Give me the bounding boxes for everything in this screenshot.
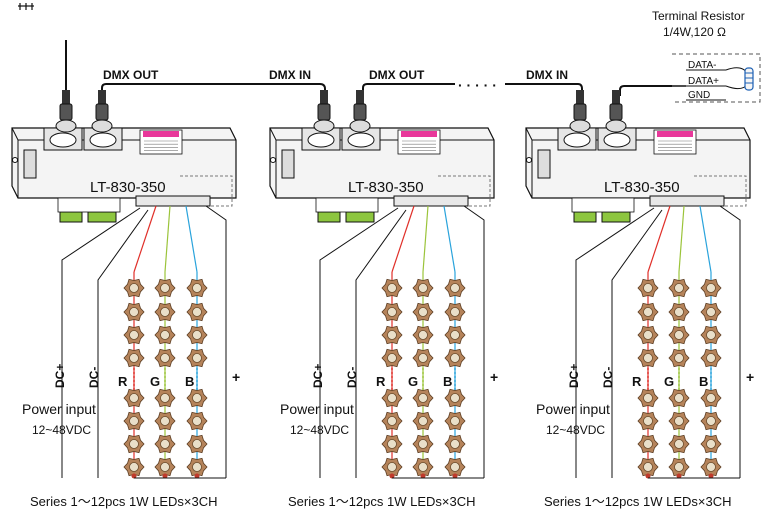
output-terminal-block <box>649 195 725 207</box>
dc-plus-label: DC+ <box>311 364 325 388</box>
channel-r-label: R <box>118 374 128 389</box>
dmx-plug-right-cable-boot <box>356 90 364 104</box>
side-vent <box>281 149 295 179</box>
channel-g-feed <box>678 205 685 273</box>
dmx-in-label-3: DMX IN <box>526 68 568 82</box>
plus-label: + <box>490 369 498 385</box>
terminal-plug-outline <box>672 53 761 103</box>
terminal-resistor-title: Terminal Resistor <box>652 9 745 23</box>
dmx-plug-right-collar <box>91 119 113 133</box>
output-terminal-block <box>135 195 211 207</box>
dc-plus-wire <box>319 207 399 478</box>
power-range-label: 12~48VDC <box>290 423 349 437</box>
dmx-plug-right-collar <box>349 119 371 133</box>
dmx-plug-left-cable-boot <box>62 90 70 104</box>
dc-minus-label: DC- <box>601 367 615 388</box>
dc-plus-label: DC+ <box>53 364 67 388</box>
dmx-plug-left-collar <box>569 119 591 133</box>
dc-minus-wire <box>355 209 407 478</box>
terminal-resistor: Terminal Resistor 1/4W,120 Ω DATA- DATA+… <box>652 9 761 103</box>
power-input-label: Power input <box>22 401 96 417</box>
dmx-plug-right-plug <box>353 103 367 121</box>
plus-label: + <box>232 369 240 385</box>
channel-b-label: B <box>185 374 194 389</box>
channel-r-label: R <box>632 374 642 389</box>
power-input-label: Power input <box>280 401 354 417</box>
pin-data-plus: DATA+ <box>688 76 719 87</box>
power-terminal-1 <box>59 211 83 223</box>
power-terminal-2 <box>345 211 375 223</box>
dmx-plug-right-collar <box>605 119 627 133</box>
dc-minus-wire <box>97 209 149 478</box>
side-vent <box>537 149 551 179</box>
dc-minus-label: DC- <box>345 367 359 388</box>
plus-wire <box>463 205 485 478</box>
channel-b-feed <box>699 205 712 273</box>
power-terminal-1 <box>317 211 341 223</box>
model-label: LT-830-350 <box>604 179 680 196</box>
top-left-marks <box>18 3 34 10</box>
series-label: Series 1～12pcs 1W LEDs×3CH <box>288 494 476 509</box>
power-range-label: 12~48VDC <box>32 423 91 437</box>
channel-g-label: G <box>150 374 160 389</box>
plus-wire <box>205 205 227 478</box>
channel-g-feed <box>422 205 429 273</box>
terminal-resistor-spec: 1/4W,120 Ω <box>663 25 726 39</box>
dmx-plug-left-cable-boot <box>320 90 328 104</box>
channel-b-label: B <box>443 374 452 389</box>
plus-label: + <box>746 369 754 385</box>
dmx-out-label-1: DMX OUT <box>103 68 159 82</box>
channel-g-feed <box>164 205 171 273</box>
channel-g-label: G <box>664 374 674 389</box>
plus-wire <box>719 205 741 478</box>
dmx-plug-left-plug <box>317 103 331 121</box>
power-terminal-2 <box>601 211 631 223</box>
resistor-icon <box>744 67 754 91</box>
channel-r-feed <box>647 205 671 273</box>
dmx-plug-right-cable-boot <box>98 90 106 104</box>
channel-b-label: B <box>699 374 708 389</box>
ellipsis-label: · · · · · <box>458 77 497 93</box>
channel-b-feed <box>443 205 456 273</box>
dmx-plug-right-plug <box>95 103 109 121</box>
dmx-plug-left-collar <box>55 119 77 133</box>
channel-b-feed <box>185 205 198 273</box>
dmx-plug-right-cable-boot <box>612 90 620 104</box>
channel-r-label: R <box>376 374 386 389</box>
output-terminal-block <box>393 195 469 207</box>
dmx-bus-cables <box>101 83 672 98</box>
channel-r-feed <box>391 205 415 273</box>
dc-plus-wire <box>575 207 655 478</box>
dmx-out-label-2: DMX OUT <box>369 68 425 82</box>
pin-data-minus: DATA- <box>688 60 717 71</box>
dc-minus-wire <box>611 209 663 478</box>
side-vent <box>23 149 37 179</box>
series-label: Series 1～12pcs 1W LEDs×3CH <box>544 494 732 509</box>
dmx-plug-left-plug <box>59 103 73 121</box>
dc-plus-label: DC+ <box>567 364 581 388</box>
pin-gnd: GND <box>688 90 710 101</box>
model-label: LT-830-350 <box>348 179 424 196</box>
model-label: LT-830-350 <box>90 179 166 196</box>
channel-g-label: G <box>408 374 418 389</box>
dmx-in-label-2: DMX IN <box>269 68 311 82</box>
series-label: Series 1～12pcs 1W LEDs×3CH <box>30 494 218 509</box>
dc-minus-label: DC- <box>87 367 101 388</box>
power-range-label: 12~48VDC <box>546 423 605 437</box>
dc-plus-wire <box>61 207 141 478</box>
dmx-plug-right-plug <box>609 103 623 121</box>
dmx-plug-left-collar <box>313 119 335 133</box>
power-input-label: Power input <box>536 401 610 417</box>
dmx-plug-left-plug <box>573 103 587 121</box>
channel-r-feed <box>133 205 157 273</box>
dmx-plug-left-cable-boot <box>576 90 584 104</box>
power-terminal-1 <box>573 211 597 223</box>
power-terminal-2 <box>87 211 117 223</box>
